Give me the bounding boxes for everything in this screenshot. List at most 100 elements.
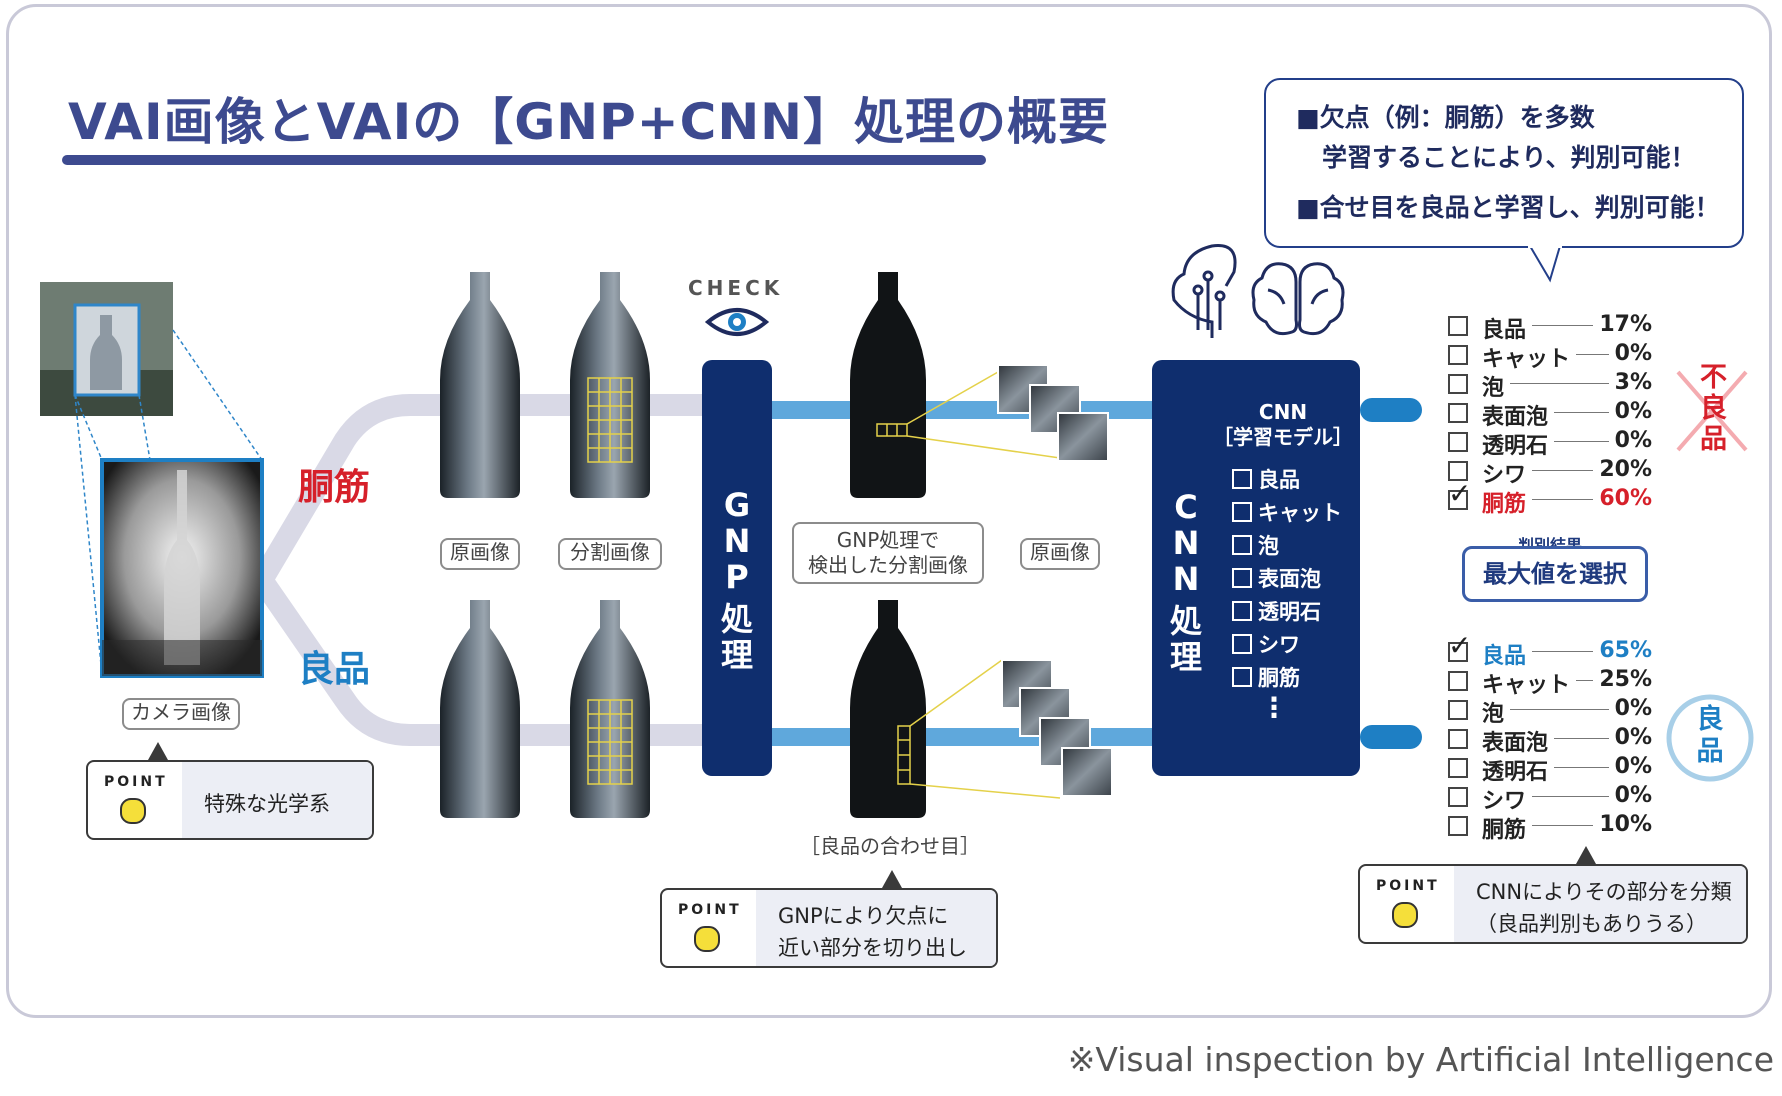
result-label: 表面泡 [1482,731,1549,756]
cnn-class-label: 表面泡 [1258,567,1321,591]
cnn-class-label: シワ [1258,633,1300,657]
diagram-frame [6,4,1772,1018]
point-word: POINT [1376,878,1440,894]
bubble-line-1: ■欠点（例：胴筋）を多数 [1296,103,1595,132]
result-row: 表面泡 0% [1448,725,1652,756]
checkbox-icon [1232,634,1252,654]
result-row: キャット 25% [1448,667,1652,698]
point-cnn-text-1: CNNによりその部分を分類 [1476,880,1732,904]
result-label: キャット [1482,673,1571,698]
tag-camera-image: カメラ画像 [122,698,240,730]
leader-line [1554,412,1609,413]
bubble-line-2: 学習することにより、判別可能！ [1322,143,1696,172]
check-label: CHECK [688,276,784,300]
result-label: 胴筋 [1482,818,1527,843]
branch-lower [251,569,716,746]
cnn-class-item: 透明石 [1232,596,1321,626]
verdict-good: 良 品 [1696,704,1724,769]
gnp-char-1: G [723,486,751,524]
checkbox-icon [1232,667,1252,687]
bubble-line-3: ■合せ目を良品と学習し、判別可能！ [1296,193,1720,222]
accept-circle-icon [1666,694,1754,782]
leader-line [1576,680,1593,681]
bottle-split-lower [570,600,650,818]
checkbox-icon [1232,469,1252,489]
cnn-class-item: キャット [1232,497,1342,527]
checkbox-icon [1448,374,1468,394]
callout-bubble: ■欠点（例：胴筋）を多数 学習することにより、判別可能！ ■合せ目を良品と学習し… [1264,78,1744,248]
leader-line [1532,651,1593,652]
head-ai-icon [1171,244,1237,338]
cnn-class-label: 透明石 [1258,600,1321,624]
leader-line [1532,825,1593,826]
checkbox-icon [1232,568,1252,588]
lightbulb-icon [1392,902,1418,928]
bottle-gnp-lower [850,600,1061,818]
result-label: 胴筋 [1482,492,1527,517]
label-defect-branch: 胴筋 [298,467,371,508]
cnn-char-1: C [1174,488,1198,526]
leader-line [1554,738,1609,739]
pipe-lower-mid [772,728,1152,746]
cnn-class-label: 良品 [1258,468,1300,492]
tag-original-image: 原画像 [440,538,520,570]
result-percent: 25% [1599,667,1652,692]
cnn-class-item: シワ [1232,629,1300,659]
checkbox-icon [1232,601,1252,621]
point-cnn-text-2: （良品判別もありうる） [1476,912,1707,936]
result-row: 胴筋 10% [1448,812,1652,843]
result-percent: 0% [1614,428,1652,453]
checkbox-icon [1232,535,1252,555]
cnn-class-label: 泡 [1258,534,1279,558]
leader-line [1554,441,1609,442]
point-camera: POINT 特殊な光学系 [86,760,374,840]
cnn-class-item: 泡 [1232,530,1279,560]
tag-gnp-detected: GNP処理で 検出した分割画像 [792,522,984,584]
result-percent: 0% [1614,725,1652,750]
point-cnn: POINT CNNによりその部分を分類 （良品判別もありうる） [1358,864,1748,944]
verdict-good-char: 品 [1696,736,1724,768]
point-word: POINT [678,902,742,918]
result-label: 透明石 [1482,434,1549,459]
point-cnn-tail [1576,846,1596,864]
gnp-char-3: P [725,558,749,596]
label-seam: ［良品の合わせ目］ [800,834,980,858]
gnp-char-2: N [723,522,751,560]
label-good-branch: 良品 [298,649,371,690]
gnp-char-4: 処 [720,600,753,638]
eye-icon [704,308,770,336]
tag-gnp-detected-line1: GNP処理で [836,528,940,552]
bottle-split-upper [570,272,650,498]
result-percent: 10% [1599,812,1652,837]
cnn-class-item: 胴筋 [1232,662,1300,692]
cnn-class-item: 表面泡 [1232,563,1321,593]
checkbox-icon [1448,671,1468,691]
result-percent: 0% [1614,399,1652,424]
tile-lower-4 [1061,747,1113,797]
result-row: 透明石 0% [1448,428,1652,459]
cnn-char-2: N [1172,524,1200,562]
result-percent: 0% [1614,341,1652,366]
result-label: 良品 [1482,644,1527,669]
lightbulb-icon [694,926,720,952]
cnn-title-line1: CNN [1258,400,1308,424]
reject-cross-icon [1676,370,1748,452]
checkmark-icon: ✓ [1448,477,1472,510]
leader-line [1554,767,1609,768]
leader-line [1532,325,1593,326]
gnp-process-bar: G N P 処 理 [702,360,772,776]
checkbox-icon [1448,816,1468,836]
verdict-good-char: 良 [1696,704,1724,735]
result-percent: 20% [1599,457,1652,482]
result-label: 泡 [1482,376,1505,401]
result-label: 良品 [1482,318,1527,343]
checkbox-icon [1448,461,1468,481]
bottle-original-lower [440,600,520,818]
cnn-more-ellipsis: ⋮ [1260,691,1288,724]
